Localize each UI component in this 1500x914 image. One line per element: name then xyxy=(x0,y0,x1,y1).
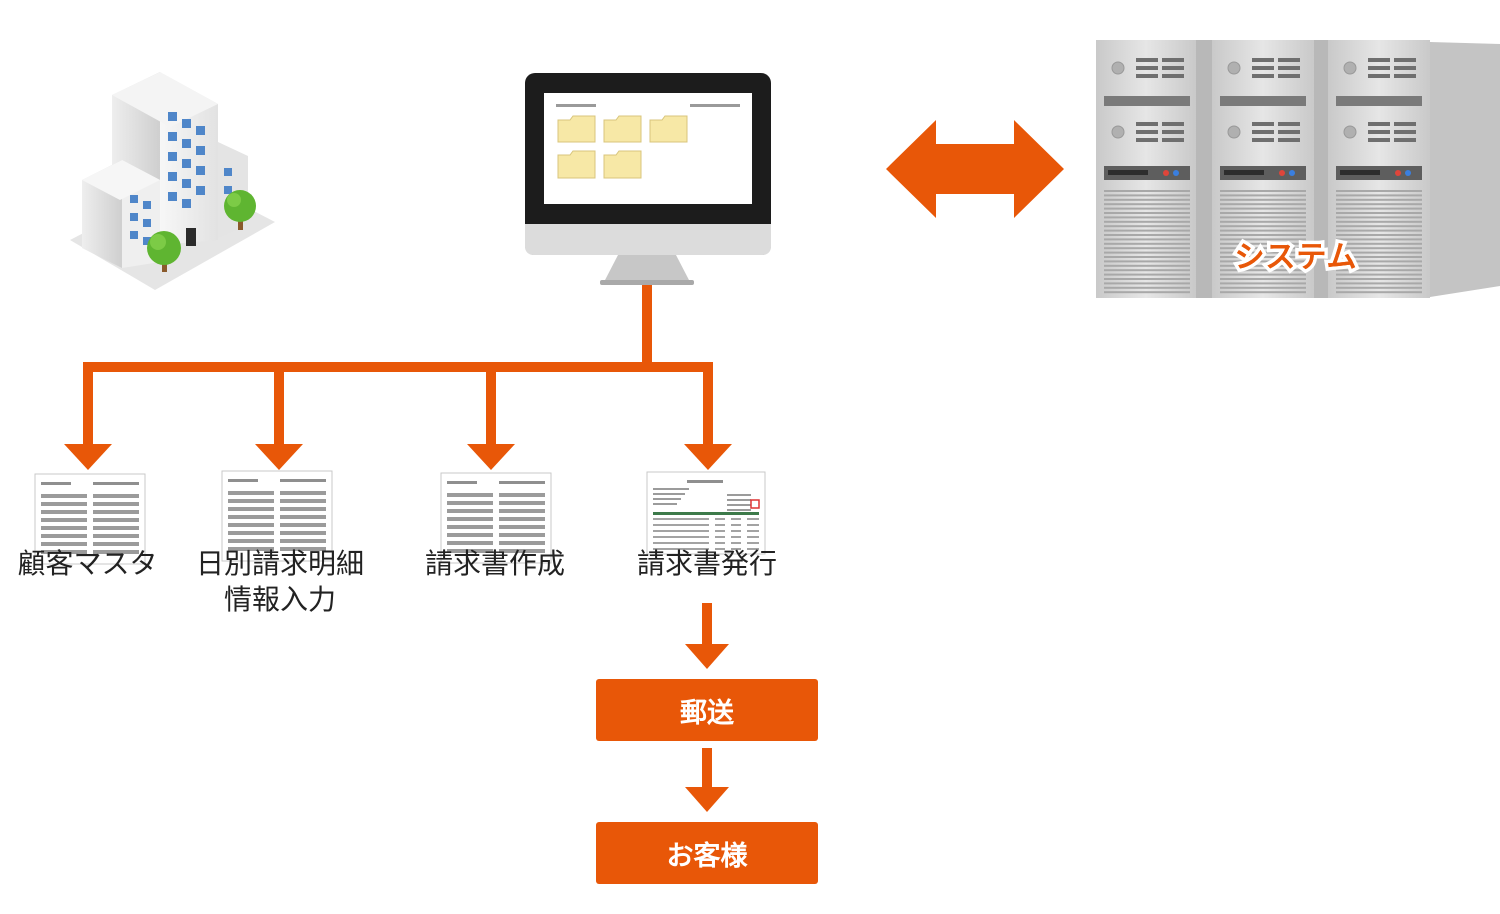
document-icon xyxy=(440,472,552,564)
bidirectional-arrow-icon xyxy=(886,120,1064,218)
document-icon xyxy=(34,473,146,565)
doc-label-invoice-creation: 請求書作成 xyxy=(424,547,565,580)
document-icon xyxy=(221,470,333,562)
customer-box: お客様 xyxy=(596,822,818,884)
mailing-box: 郵送 xyxy=(596,679,818,741)
folder-icon xyxy=(557,115,688,179)
customer-label: お客様 xyxy=(666,840,748,872)
invoice-icon xyxy=(646,471,766,555)
system-label: システム xyxy=(1231,237,1360,279)
doc-label-daily-billing-input: 日別請求明細 情報入力 xyxy=(195,547,364,616)
connector-lines xyxy=(64,285,732,812)
system-label-fill: システム xyxy=(1234,240,1358,275)
office-building-icon xyxy=(70,72,275,290)
doc-label-customer-master: 顧客マスタ xyxy=(17,547,158,580)
computer-monitor-icon xyxy=(525,73,771,285)
doc-label-invoice-issuance: 請求書発行 xyxy=(636,547,777,580)
mailing-label: 郵送 xyxy=(680,697,734,729)
